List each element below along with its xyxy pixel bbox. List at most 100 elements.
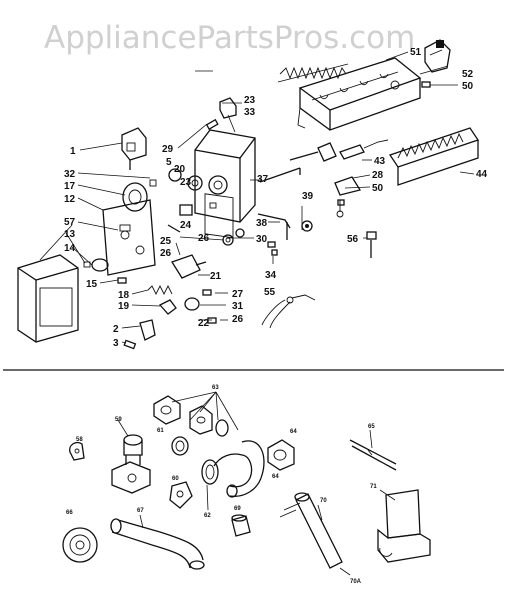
part-21 — [171, 254, 207, 279]
part-43 — [289, 139, 389, 162]
label-59: 59 — [115, 417, 122, 423]
label-64: 64 — [290, 429, 297, 435]
parts-27-31 — [184, 289, 217, 324]
part-66 — [62, 527, 98, 563]
label-33: 33 — [244, 107, 256, 118]
label-69: 69 — [234, 506, 241, 512]
part-34 — [267, 241, 278, 256]
housing-33 — [194, 129, 256, 239]
label-30: 30 — [256, 234, 268, 245]
label-37: 37 — [257, 174, 269, 185]
part-50-mid — [337, 199, 345, 206]
label-58: 58 — [76, 437, 83, 443]
part-56 — [366, 231, 377, 258]
part-63-group — [153, 391, 239, 437]
label-1: 1 — [70, 146, 76, 157]
part-2-3 — [123, 319, 156, 350]
label-20: 20 — [174, 164, 186, 175]
spring-51 — [277, 63, 349, 83]
part-61 — [171, 436, 189, 456]
upper-labels: 1 32 17 12 57 13 14 15 18 19 2 3 23 33 2… — [64, 47, 488, 349]
part-60 — [169, 481, 193, 509]
label-27: 27 — [232, 289, 244, 300]
part-28 — [334, 176, 362, 218]
label-12: 12 — [64, 194, 76, 205]
label-13: 13 — [64, 229, 76, 240]
part-58 — [69, 441, 85, 461]
label-14: 14 — [64, 243, 76, 254]
label-23-mid: 23 — [180, 177, 192, 188]
label-24: 24 — [180, 220, 192, 231]
label-26-c: 26 — [232, 314, 244, 325]
label-26-b: 26 — [198, 233, 210, 244]
label-61: 61 — [157, 428, 164, 434]
label-70: 70 — [320, 498, 327, 504]
part-62-pipe — [201, 440, 265, 511]
label-32: 32 — [64, 169, 76, 180]
label-3: 3 — [113, 338, 119, 349]
label-31: 31 — [232, 301, 244, 312]
part-44 — [388, 127, 480, 186]
label-26-a: 26 — [160, 248, 172, 259]
label-2: 2 — [113, 324, 119, 335]
label-15: 15 — [86, 279, 98, 290]
label-23-top: 23 — [244, 95, 256, 106]
label-18: 18 — [118, 290, 130, 301]
label-50-top: 50 — [462, 81, 474, 92]
label-34: 34 — [265, 270, 277, 281]
upper-leader-lines — [39, 51, 475, 344]
part-29 — [205, 118, 219, 130]
part-71 — [377, 489, 431, 563]
label-52: 52 — [462, 69, 474, 80]
label-62: 62 — [204, 513, 211, 519]
part-67 — [110, 514, 205, 570]
label-56: 56 — [347, 234, 359, 245]
part-30 — [235, 228, 245, 238]
label-51: 51 — [410, 47, 422, 58]
lower-assembly: 63 58 59 61 64 65 60 62 64 66 67 69 70 7… — [62, 385, 431, 585]
label-25: 25 — [160, 236, 172, 247]
part-12-plate — [102, 199, 156, 276]
part-52 — [424, 39, 451, 73]
label-43: 43 — [374, 156, 386, 167]
part-70 — [279, 492, 351, 576]
part-65 — [349, 429, 397, 471]
label-65: 65 — [368, 424, 375, 430]
label-28: 28 — [372, 170, 384, 181]
part-69 — [231, 514, 251, 537]
label-39: 39 — [302, 191, 314, 202]
part-57-cover — [17, 254, 79, 343]
label-67: 67 — [137, 508, 144, 514]
label-44: 44 — [476, 169, 488, 180]
part-23-top — [219, 97, 237, 119]
part-18-19 — [147, 284, 177, 315]
label-57: 57 — [64, 217, 76, 228]
lower-labels: 63 58 59 61 64 65 60 62 64 66 67 69 70 7… — [66, 385, 377, 585]
part-59 — [111, 419, 151, 494]
label-17: 17 — [64, 181, 76, 192]
upper-assembly: 1 32 17 12 57 13 14 15 18 19 2 3 23 33 2… — [17, 39, 488, 350]
label-19: 19 — [118, 301, 130, 312]
part-64 — [267, 439, 295, 471]
part-37 — [259, 167, 301, 183]
label-29: 29 — [162, 144, 174, 155]
part-50-top — [421, 81, 431, 88]
part-39 — [301, 220, 313, 232]
label-55: 55 — [264, 287, 276, 298]
label-70a: 70A — [350, 579, 362, 585]
ice-mold — [297, 57, 422, 131]
label-71: 71 — [370, 484, 377, 490]
label-5: 5 — [166, 157, 172, 168]
part-55-wiring — [261, 294, 316, 329]
label-66: 66 — [66, 510, 73, 516]
part-15 — [117, 277, 127, 284]
part-38 — [257, 213, 291, 240]
label-21: 21 — [210, 271, 222, 282]
label-22: 22 — [198, 318, 210, 329]
part-17-motor — [122, 179, 157, 212]
label-64b: 64 — [272, 474, 279, 480]
part-1 — [121, 127, 147, 170]
label-63: 63 — [212, 385, 219, 391]
watermark-text: AppliancePartsPros.com — [44, 20, 415, 56]
